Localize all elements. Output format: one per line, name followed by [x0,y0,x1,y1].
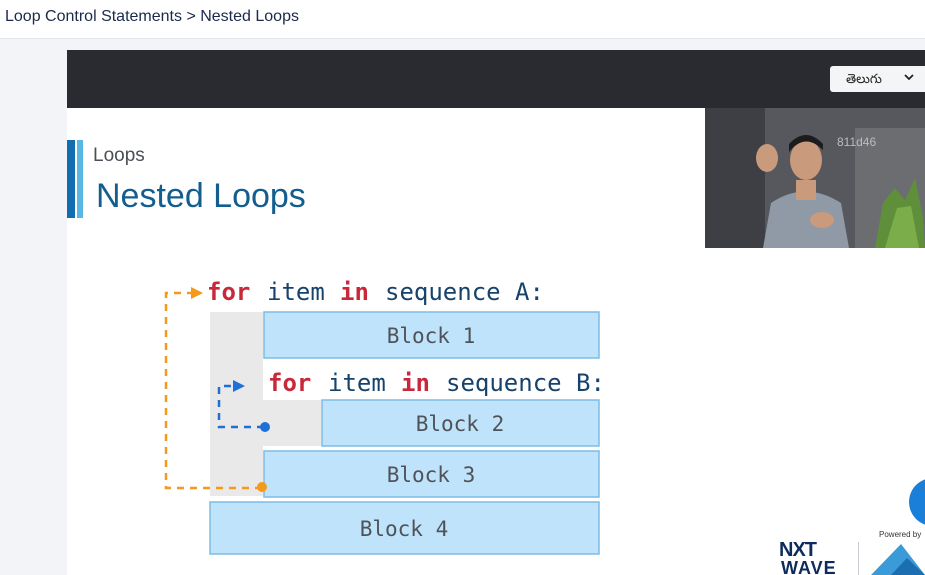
inner-item: item [328,369,386,397]
outer-keyword-for: for [207,278,250,306]
outer-for-line: for item in sequence A: [207,278,544,306]
presenter-video: 811d46 [705,108,925,248]
slide-title: Nested Loops [96,177,306,215]
slide-accent-bar [67,140,83,218]
inner-loop-arrow [217,380,270,432]
chat-button[interactable] [909,478,925,526]
slide-kicker: Loops [93,145,145,166]
breadcrumb[interactable]: Loop Control Statements > Nested Loops [5,8,299,25]
video-player[interactable]: తెలుగు Loops Nested Loops for item in se… [67,50,925,575]
inner-keyword-in: in [401,369,430,397]
inner-sequence: sequence B: [446,369,605,397]
block-4-label: Block 4 [360,517,449,541]
inner-indent-region [263,400,321,446]
inner-for-line: for item in sequence B: [268,369,605,397]
video-header [67,50,925,108]
block-3 [263,450,600,498]
block-4 [209,501,600,555]
block-2 [321,399,600,447]
outer-loop-arrow [164,287,267,492]
inner-keyword-for: for [268,369,311,397]
block-2-label: Block 2 [416,412,505,436]
outer-item: item [267,278,325,306]
logo-divider [858,542,859,575]
chevron-down-icon [904,74,914,81]
logo-text-line2: WAVE [781,558,837,575]
mountain-logo-icon [871,544,925,575]
block-3-label: Block 3 [387,463,476,487]
watermark: 811d46 [837,135,877,149]
nxtwave-logo: NXT WAVE [779,539,849,575]
block-1 [263,311,600,359]
language-select[interactable]: తెలుగు [830,66,925,92]
block-1-label: Block 1 [387,324,476,348]
top-bar: Loop Control Statements > Nested Loops [0,0,925,39]
outer-keyword-in: in [340,278,369,306]
outer-sequence: sequence A: [385,278,544,306]
language-selected-value: తెలుగు [846,71,882,86]
nested-loops-diagram: for item in sequence A: Block 1 for item… [164,278,605,555]
logo-text-line1: NXT [779,539,817,561]
powered-by-text: Powered by [879,530,922,539]
presenter-image [705,108,925,248]
